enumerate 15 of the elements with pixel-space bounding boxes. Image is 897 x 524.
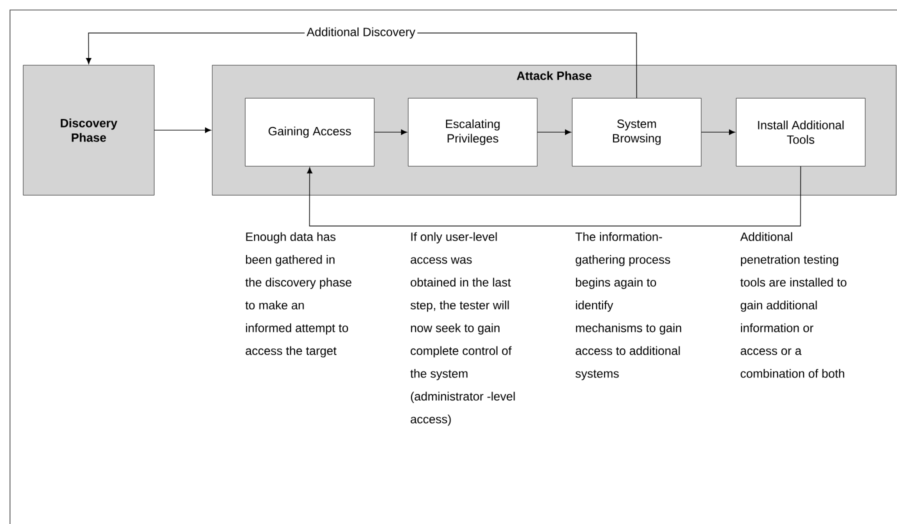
loop-arrow	[306, 166, 802, 226]
note-text: If only user-level access was obtained in the last step, the tester will now seek to gain complete control of the system (administrator -level access)	[410, 232, 515, 426]
step-box: Gaining Access	[245, 98, 374, 166]
edge-label: Additional Discovery	[306, 27, 416, 39]
step-box: Install Additional Tools	[736, 98, 866, 166]
arrow	[701, 130, 736, 135]
arrow	[537, 130, 572, 135]
note-text: Additional penetration testing tools are installed to gain additional information or access or a combination of both	[740, 232, 846, 378]
arrow	[154, 128, 212, 133]
arrow	[374, 130, 408, 135]
note-text: The information-gathering process begins again to identify mechanisms to gain access to additional systems	[575, 232, 682, 380]
step-box: System Browsing	[572, 98, 702, 166]
step-box: Escalating Privileges	[408, 98, 538, 166]
note-text: Enough data has been gathered in the discovery phase to make an informed attempt to access the target	[245, 232, 352, 358]
phase-box: Discovery Phase	[23, 65, 154, 196]
